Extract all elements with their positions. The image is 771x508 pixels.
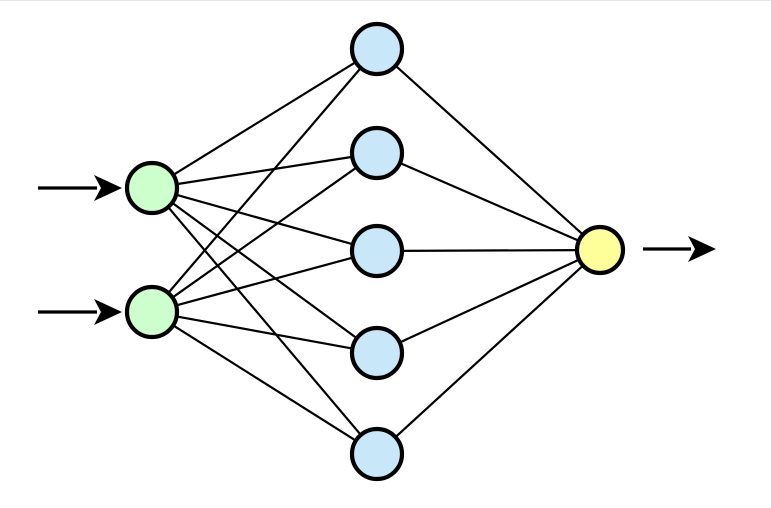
connection-edge [174, 315, 355, 350]
nodes-group [124, 21, 626, 482]
node-i2[interactable] [124, 284, 180, 340]
node-h3[interactable] [349, 223, 405, 279]
input-arrow-top-head [94, 175, 122, 201]
node-o1[interactable] [574, 224, 626, 276]
connection-edge [173, 193, 356, 246]
connection-edge [397, 257, 582, 345]
connection-edge [173, 256, 356, 307]
node-i1[interactable] [124, 160, 180, 216]
connection-edge [399, 248, 580, 252]
connection-edge [393, 63, 586, 237]
node-h1[interactable] [349, 21, 405, 77]
connection-edge [166, 65, 363, 296]
node-h4[interactable] [349, 325, 405, 381]
input-arrow-bottom-head [94, 299, 122, 325]
connection-edge [170, 323, 359, 443]
output-arrow-head [688, 236, 716, 262]
node-h2[interactable] [349, 125, 405, 181]
connection-edge [169, 200, 360, 341]
node-h5[interactable] [349, 426, 405, 482]
connection-edge [174, 155, 355, 186]
connection-edge [393, 263, 586, 440]
connection-edge [170, 60, 359, 177]
connection-edge [170, 165, 359, 300]
connection-edges-group [166, 60, 586, 443]
io-arrows-group [38, 175, 716, 325]
connection-edge [397, 161, 582, 243]
connection-edge [166, 204, 363, 438]
